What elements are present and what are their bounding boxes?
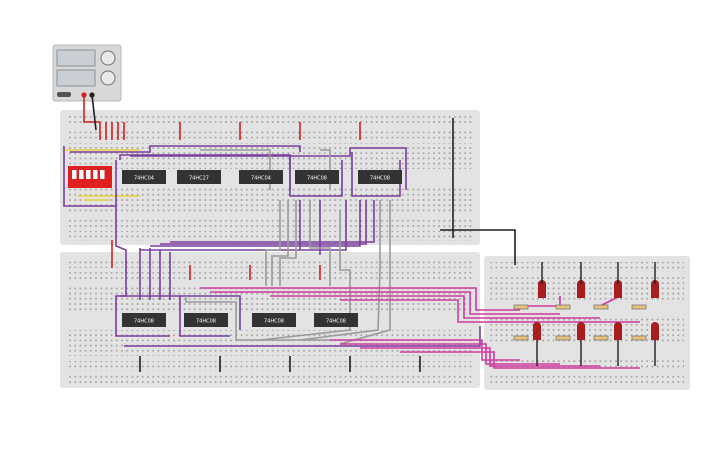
resistor-2[interactable] [555, 304, 571, 310]
led-ground-wires[interactable] [536, 262, 656, 366]
chip-label: 74HC08 [370, 176, 390, 182]
led-5[interactable] [533, 322, 541, 340]
chip-top-4[interactable]: 74HC08 [295, 170, 339, 184]
led-array [533, 280, 659, 340]
led-6[interactable] [577, 322, 585, 340]
resistor-7[interactable] [593, 335, 609, 341]
dip-toggle-5[interactable] [100, 170, 105, 179]
chip-label: 74HC04 [251, 176, 271, 182]
chip-top-1[interactable]: 74HC04 [122, 170, 166, 184]
resistor-1[interactable] [513, 304, 529, 310]
magenta-wires[interactable] [200, 287, 640, 369]
resistor-3[interactable] [593, 304, 609, 310]
small-breadboard[interactable] [484, 256, 690, 390]
dip-toggle-4[interactable] [93, 170, 98, 179]
switch-wires[interactable] [66, 149, 140, 201]
dip-toggle-2[interactable] [79, 170, 84, 179]
resistor-6[interactable] [555, 335, 571, 341]
chip-bottom-4[interactable]: 74HC08 [314, 313, 358, 327]
chip-label: 74HC04 [134, 176, 154, 182]
chip-top-5[interactable]: 74HC08 [358, 170, 402, 184]
chip-label: 74HC08 [134, 319, 154, 325]
led-3[interactable] [614, 280, 622, 298]
power-wires[interactable] [83, 94, 516, 372]
dip-toggle-3[interactable] [86, 170, 91, 179]
chip-bottom-2[interactable]: 74HC08 [184, 313, 228, 327]
top-chips: 74HC04 74HC27 74HC04 74HC08 74HC08 [122, 170, 402, 184]
led-2[interactable] [577, 280, 585, 298]
led-4[interactable] [651, 280, 659, 298]
chip-label: 74HC08 [326, 319, 346, 325]
led-1[interactable] [538, 280, 546, 298]
chip-top-3[interactable]: 74HC04 [239, 170, 283, 184]
chip-label: 74HC08 [264, 319, 284, 325]
voltage-knob-icon[interactable] [100, 50, 116, 66]
led-8[interactable] [651, 322, 659, 340]
dip-toggle-1[interactable] [72, 170, 77, 179]
purple-wires[interactable] [63, 145, 481, 347]
current-knob-icon[interactable] [100, 70, 116, 86]
resistor-5[interactable] [513, 335, 529, 341]
resistor-8[interactable] [631, 335, 647, 341]
led-7[interactable] [614, 322, 622, 340]
dip-switch[interactable] [68, 166, 112, 188]
resistor-4[interactable] [631, 304, 647, 310]
resistor-array [513, 304, 647, 341]
chip-label: 74HC08 [196, 319, 216, 325]
chip-top-2[interactable]: 74HC27 [177, 170, 221, 184]
bottom-chips: 74HC08 74HC08 74HC08 74HC08 [122, 313, 358, 327]
chip-label: 74HC08 [307, 176, 327, 182]
chip-bottom-1[interactable]: 74HC08 [122, 313, 166, 327]
chip-bottom-3[interactable]: 74HC08 [252, 313, 296, 327]
chip-label: 74HC27 [189, 176, 209, 182]
dc-power-supply[interactable] [52, 44, 122, 102]
